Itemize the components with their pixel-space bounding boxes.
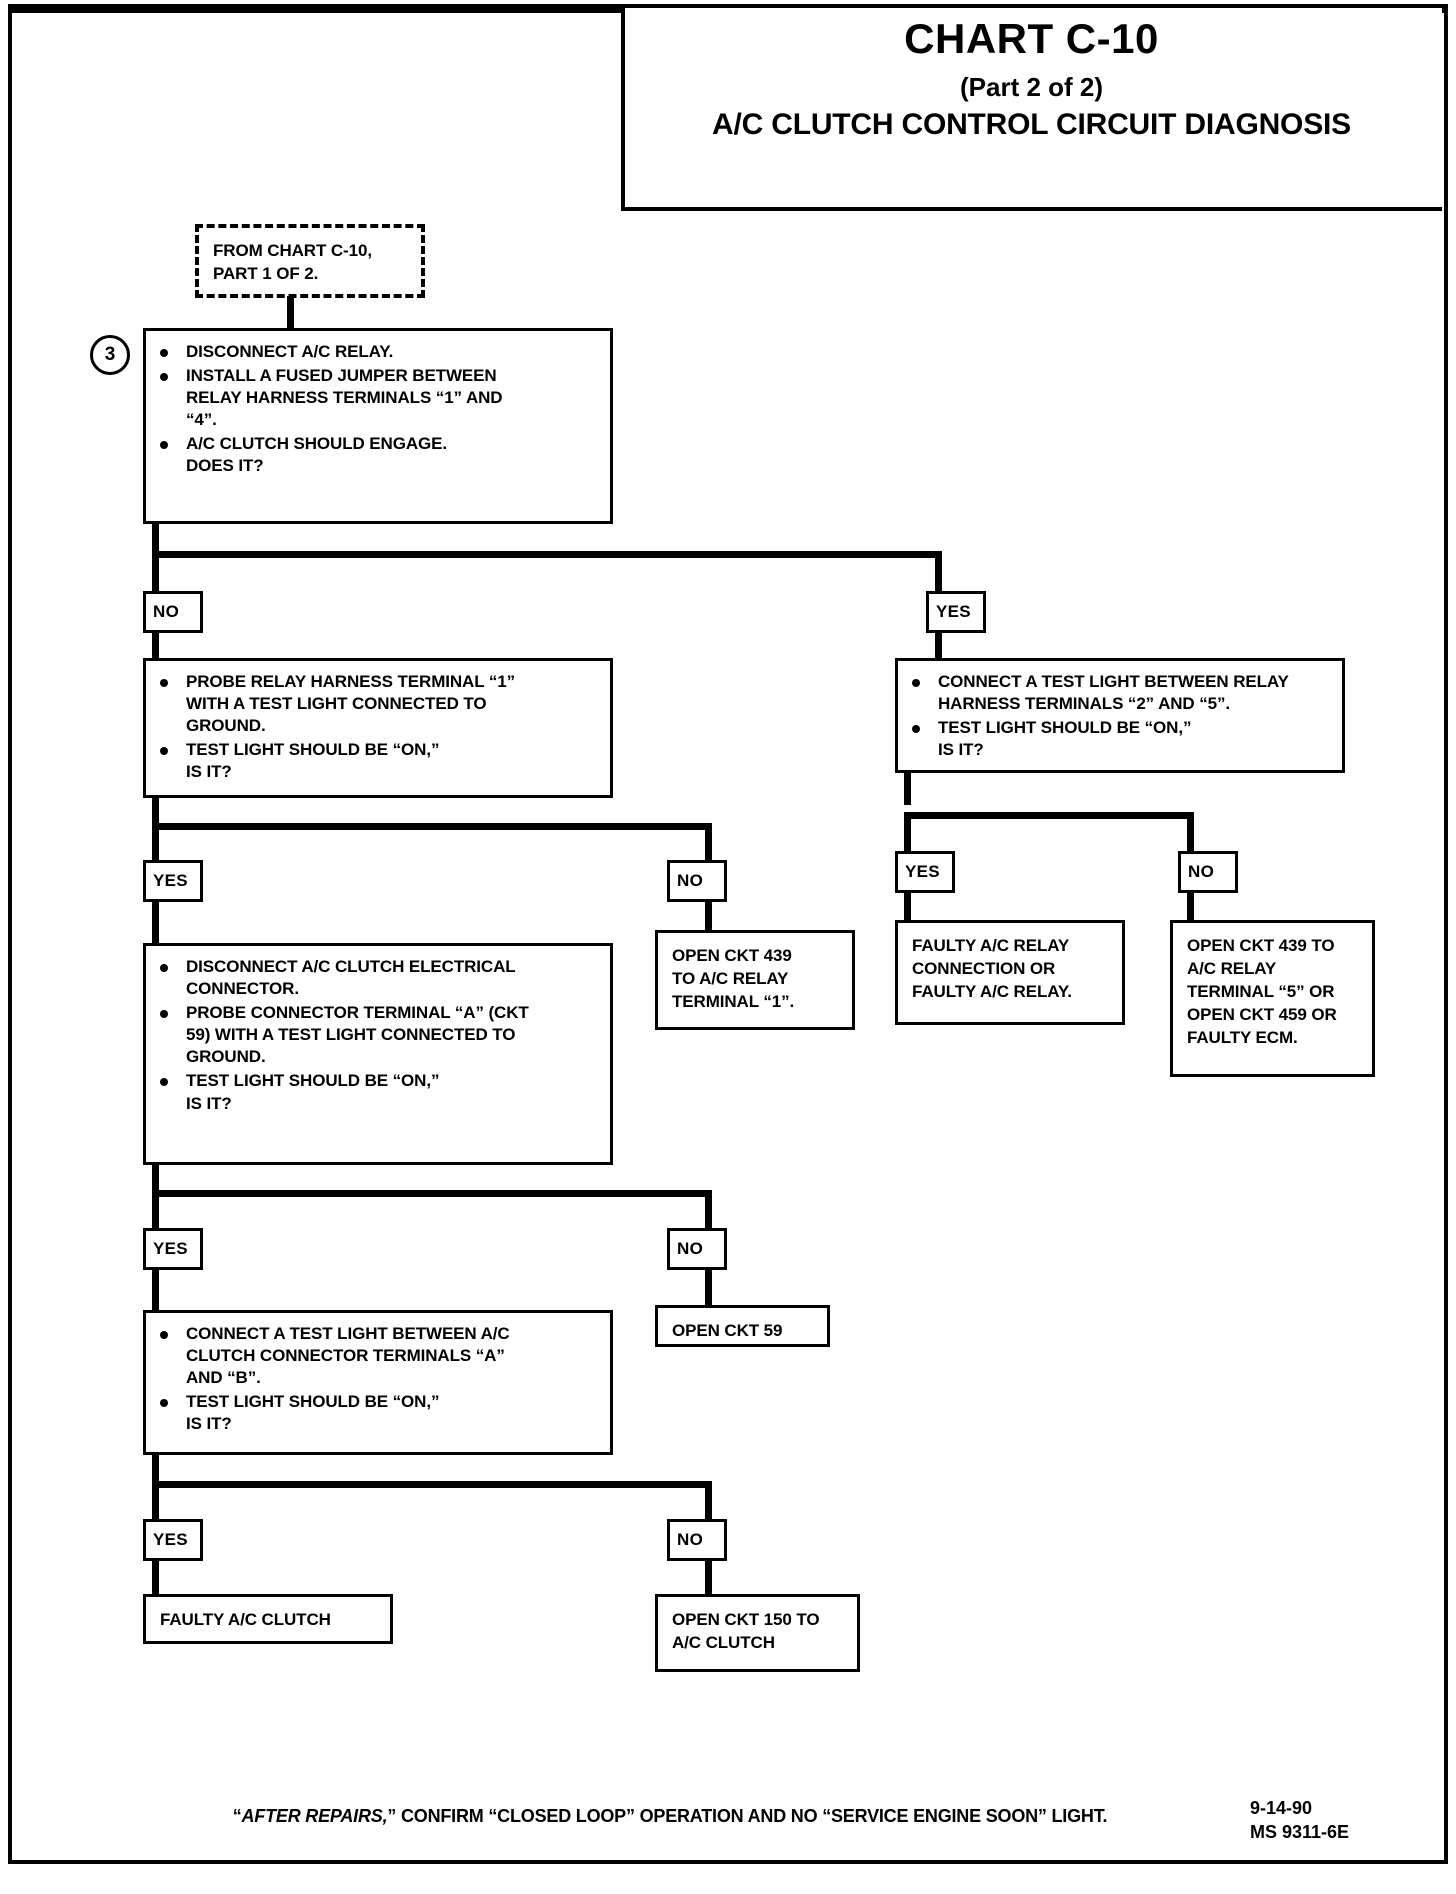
connector-yes-to-right-probe — [935, 633, 942, 661]
left-probe-bullet-1: PROBE RELAY HARNESS TERMINAL “1” WITH A … — [156, 671, 598, 737]
clutch-probe-bullet-1: DISCONNECT A/C CLUTCH ELECTRICAL CONNECT… — [156, 956, 598, 1000]
footer-note-rest: ” CONFIRM “CLOSED LOOP” OPERATION AND NO… — [387, 1806, 1108, 1826]
connector-clutch-terminals-stub — [152, 1455, 159, 1487]
result-faulty-ac-clutch: FAULTY A/C CLUTCH — [143, 1594, 393, 1644]
right-probe-bullet-list: CONNECT A TEST LIGHT BETWEEN RELAY HARNE… — [908, 671, 1330, 761]
page-border-left — [8, 4, 12, 1864]
connector-left-probe-to-no — [705, 823, 712, 865]
step3-bullet-3: A/C CLUTCH SHOULD ENGAGE. DOES IT? — [156, 433, 598, 477]
connector-no-to-open439-t1 — [705, 902, 712, 934]
node-connect-test-light-terminals-2-5: CONNECT A TEST LIGHT BETWEEN RELAY HARNE… — [895, 658, 1345, 773]
left-probe-bullet-list: PROBE RELAY HARNESS TERMINAL “1” WITH A … — [156, 671, 598, 783]
branch-label-left-probe-no: NO — [667, 860, 727, 902]
page-border-bottom — [8, 1860, 1448, 1864]
chart-id: CHART C-10 — [904, 15, 1159, 62]
connector-step3-to-yes — [935, 551, 942, 596]
result-open-ckt-439-terminal-5: OPEN CKT 439 TO A/C RELAY TERMINAL “5” O… — [1170, 920, 1375, 1077]
right-probe-bullet-2: TEST LIGHT SHOULD BE “ON,” IS IT? — [908, 717, 1330, 761]
step3-bullet-1: DISCONNECT A/C RELAY. — [156, 341, 598, 363]
clutch-probe-bullet-list: DISCONNECT A/C CLUTCH ELECTRICAL CONNECT… — [156, 956, 598, 1115]
node-step3-disconnect-relay: DISCONNECT A/C RELAY. INSTALL A FUSED JU… — [143, 328, 613, 524]
left-probe-bullet-2: TEST LIGHT SHOULD BE “ON,” IS IT? — [156, 739, 598, 783]
connector-right-probe-to-no — [1187, 812, 1194, 854]
connector-no-to-left-probe — [152, 633, 159, 661]
connector-no-to-open439-t5 — [1187, 893, 1194, 925]
connector-clutch-terminals-to-yes — [152, 1481, 159, 1523]
clutch-terminals-bullet-1: CONNECT A TEST LIGHT BETWEEN A/C CLUTCH … — [156, 1323, 598, 1389]
node-disconnect-clutch-connector: DISCONNECT A/C CLUTCH ELECTRICAL CONNECT… — [143, 943, 613, 1165]
branch-label-right-probe-no: NO — [1178, 851, 1238, 893]
node-probe-relay-terminal-1: PROBE RELAY HARNESS TERMINAL “1” WITH A … — [143, 658, 613, 798]
connector-step3-stub — [152, 524, 159, 558]
connector-no-to-open-ckt-59 — [705, 1270, 712, 1308]
branch-label-step3-yes: YES — [926, 591, 986, 633]
entry-node-from-chart: FROM CHART C-10, PART 1 OF 2. — [195, 224, 425, 298]
page-border-right — [1444, 4, 1448, 1864]
connector-step3-split-bar — [152, 551, 942, 558]
chart-title: A/C CLUTCH CONTROL CIRCUIT DIAGNOSIS — [712, 107, 1351, 141]
connector-clutch-probe-stub — [152, 1165, 159, 1197]
chart-part: (Part 2 of 2) — [959, 71, 1104, 102]
connector-right-probe-split-bar — [904, 812, 1194, 819]
footer-note-italic: AFTER REPAIRS, — [241, 1806, 388, 1826]
footer-note-quote-open: “ — [232, 1806, 242, 1826]
connector-right-probe-stub — [904, 773, 911, 805]
step3-bullet-list: DISCONNECT A/C RELAY. INSTALL A FUSED JU… — [156, 341, 598, 478]
connector-step3-to-no — [152, 551, 159, 596]
branch-label-right-probe-yes: YES — [895, 851, 955, 893]
connector-yes-to-clutch-probe — [152, 902, 159, 944]
footer-document-code: MS 9311-6E — [1250, 1822, 1350, 1843]
connector-yes-to-faulty-clutch — [152, 1561, 159, 1597]
node-connect-test-light-clutch-terminals: CONNECT A TEST LIGHT BETWEEN A/C CLUTCH … — [143, 1310, 613, 1455]
connector-clutch-probe-to-yes — [152, 1190, 159, 1232]
footer-code-block: 9-14-90 MS 9311-6E — [1250, 1796, 1430, 1845]
clutch-terminals-bullet-list: CONNECT A TEST LIGHT BETWEEN A/C CLUTCH … — [156, 1323, 598, 1435]
branch-label-clutch-terminals-no: NO — [667, 1519, 727, 1561]
connector-left-probe-split-bar — [152, 823, 712, 830]
branch-label-step3-no: NO — [143, 591, 203, 633]
clutch-probe-bullet-2: PROBE CONNECTOR TERMINAL “A” (CKT 59) WI… — [156, 1002, 598, 1068]
connector-yes-to-clutch-terminals — [152, 1270, 159, 1312]
clutch-terminals-bullet-2: TEST LIGHT SHOULD BE “ON,” IS IT? — [156, 1391, 598, 1435]
title-block: CHART C-10 (Part 2 of 2) A/C CLUTCH CONT… — [621, 14, 1442, 143]
step3-bullet-2: INSTALL A FUSED JUMPER BETWEEN RELAY HAR… — [156, 365, 598, 431]
connector-no-to-open-ckt-150 — [705, 1561, 712, 1597]
connector-clutch-probe-split-bar — [152, 1190, 712, 1197]
result-open-ckt-59: OPEN CKT 59 — [655, 1305, 830, 1347]
branch-label-clutch-terminals-yes: YES — [143, 1519, 203, 1561]
branch-label-left-probe-yes: YES — [143, 860, 203, 902]
connector-left-probe-stub — [152, 798, 159, 830]
branch-label-clutch-probe-yes: YES — [143, 1228, 203, 1270]
title-box — [621, 8, 1442, 211]
connector-clutch-terminals-to-no — [705, 1481, 712, 1523]
connector-yes-to-faulty-relay — [904, 893, 911, 925]
connector-right-probe-to-yes — [904, 812, 911, 854]
connector-entry-to-step3 — [287, 296, 294, 330]
step-number-3-label: 3 — [104, 344, 116, 365]
right-probe-bullet-1: CONNECT A TEST LIGHT BETWEEN RELAY HARNE… — [908, 671, 1330, 715]
result-faulty-ac-relay: FAULTY A/C RELAY CONNECTION OR FAULTY A/… — [895, 920, 1125, 1025]
footer-date: 9-14-90 — [1250, 1798, 1313, 1818]
connector-clutch-probe-to-no — [705, 1190, 712, 1232]
entry-line-2: PART 1 OF 2. — [213, 264, 319, 284]
result-open-ckt-150: OPEN CKT 150 TO A/C CLUTCH — [655, 1594, 860, 1672]
entry-line-1: FROM CHART C-10, — [213, 241, 372, 260]
clutch-probe-bullet-3: TEST LIGHT SHOULD BE “ON,” IS IT? — [156, 1070, 598, 1114]
connector-clutch-terminals-split-bar — [152, 1481, 712, 1488]
step-number-3: 3 — [90, 335, 130, 375]
footer-note: “AFTER REPAIRS,” CONFIRM “CLOSED LOOP” O… — [160, 1806, 1180, 1827]
result-open-ckt-439-terminal-1: OPEN CKT 439 TO A/C RELAY TERMINAL “1”. — [655, 930, 855, 1030]
connector-left-probe-to-yes — [152, 823, 159, 865]
branch-label-clutch-probe-no: NO — [667, 1228, 727, 1270]
